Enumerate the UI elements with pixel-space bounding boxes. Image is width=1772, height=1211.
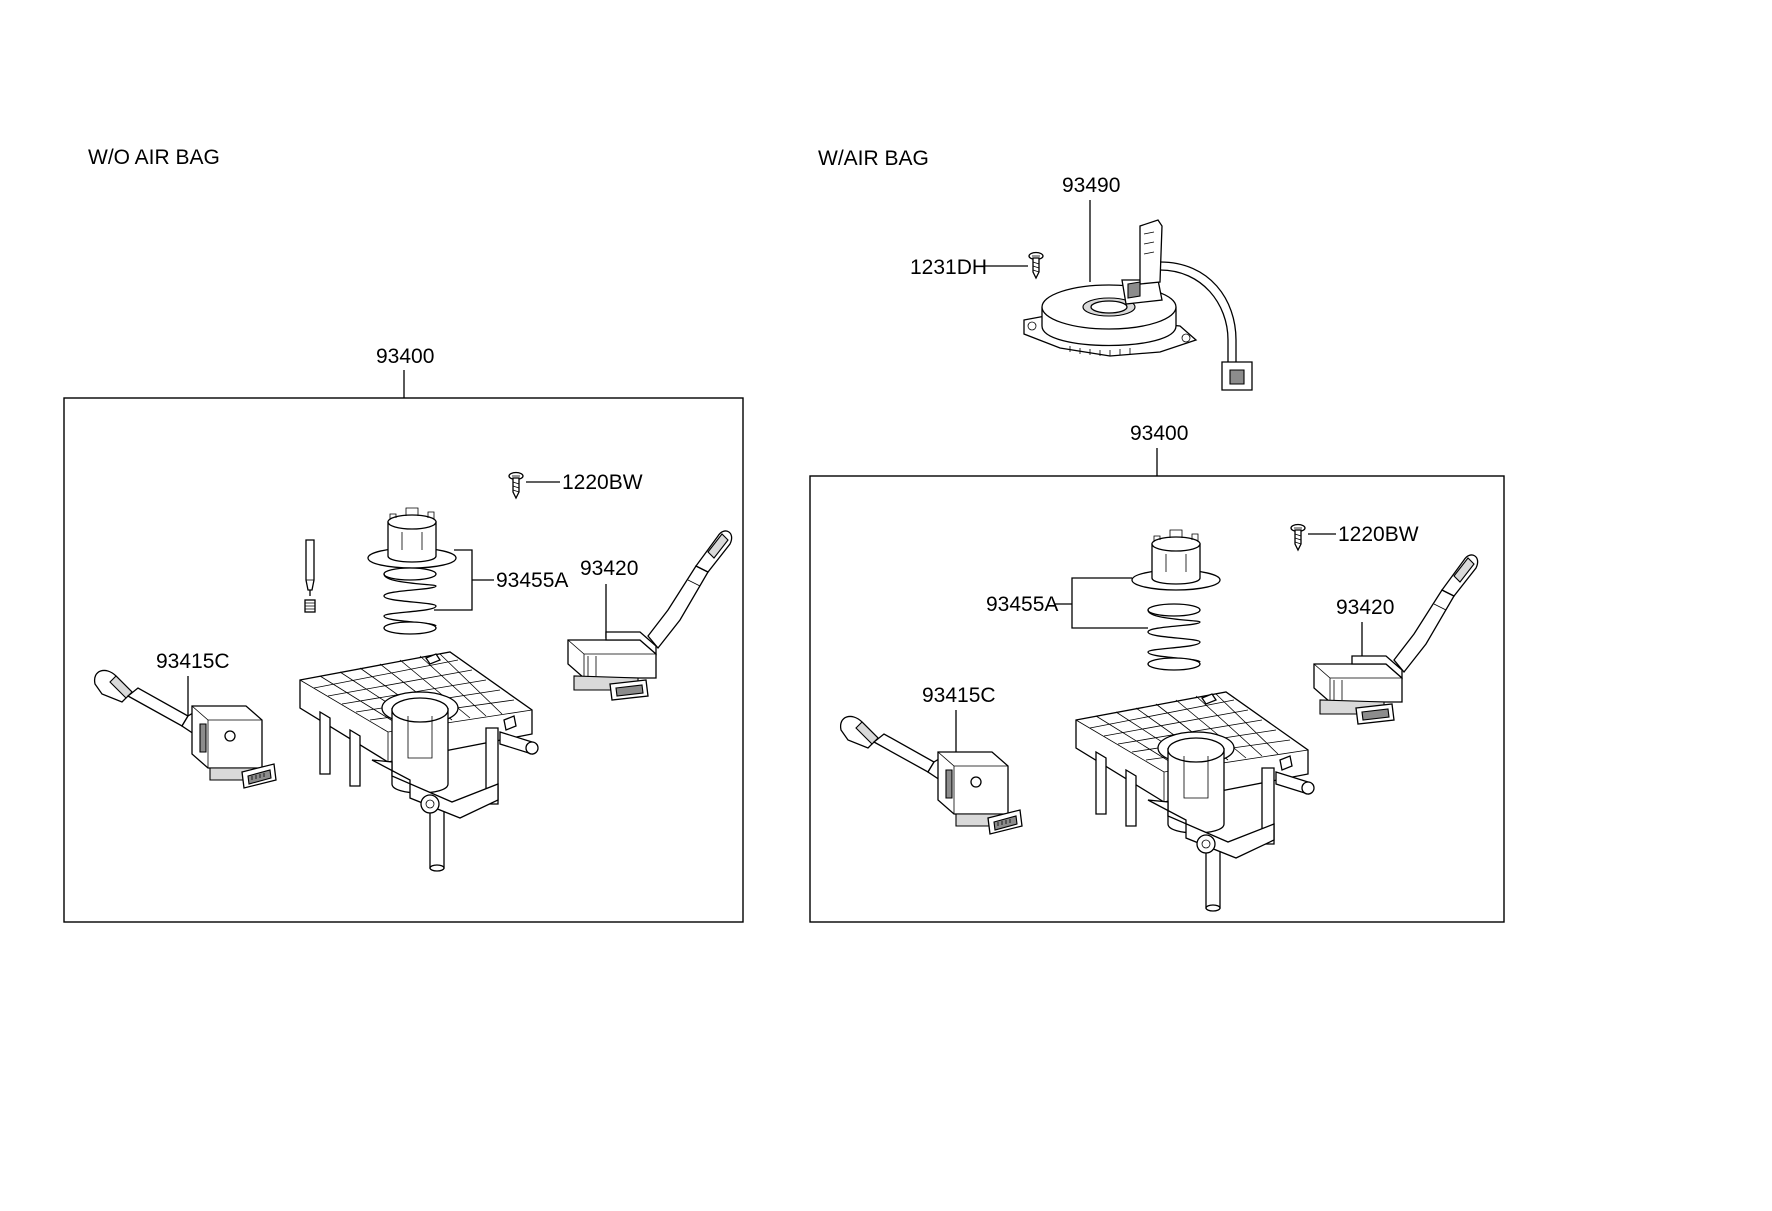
- section-title-left: W/O AIR BAG: [88, 146, 220, 169]
- clock-spring-label: 93490: [1062, 174, 1120, 197]
- spring-label-right: 93455A: [986, 593, 1058, 616]
- spring-icon: [1147, 603, 1201, 671]
- light-switch-label-right: 93415C: [922, 684, 996, 707]
- wiper-switch-label-left: 93420: [580, 557, 638, 580]
- light-switch-label-left: 93415C: [156, 650, 230, 673]
- wiper-switch-label-right: 93420: [1336, 596, 1394, 619]
- retainer-icon: [367, 507, 457, 569]
- screw-label-left: 1220BW: [562, 471, 643, 494]
- retainer-icon: [1131, 529, 1221, 591]
- wiper-switch-icon: [1313, 554, 1479, 725]
- clock-screw-label: 1231DH: [910, 256, 987, 279]
- section-with-airbag: W/AIR BAG 93490 1231DH: [809, 147, 1505, 923]
- clock-spring-icon: [1023, 219, 1253, 391]
- column-switch-body-icon: [299, 651, 539, 872]
- screw-icon: [1290, 523, 1306, 551]
- light-switch-icon: [839, 715, 1023, 835]
- assembly-label-left: 93400: [376, 345, 434, 368]
- pin-icon: [304, 539, 316, 613]
- column-switch-body-icon: [1075, 691, 1315, 912]
- light-switch-icon: [93, 669, 277, 789]
- screw-icon: [508, 471, 524, 499]
- assembly-label-right: 93400: [1130, 422, 1188, 445]
- section-title-right: W/AIR BAG: [818, 147, 929, 170]
- assembly-frame-left: [63, 397, 744, 923]
- spring-icon: [383, 567, 437, 635]
- screw-label-right: 1220BW: [1338, 523, 1419, 546]
- spring-label-left: 93455A: [496, 569, 568, 592]
- section-without-airbag: W/O AIR BAG 93400 1220BW 93455A 93420 93…: [63, 146, 744, 923]
- screw-icon: [1028, 251, 1044, 279]
- assembly-frame-right: [809, 475, 1505, 923]
